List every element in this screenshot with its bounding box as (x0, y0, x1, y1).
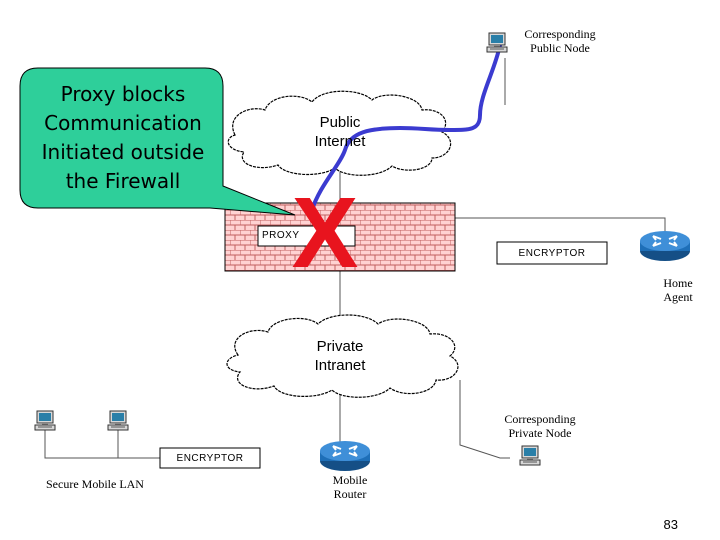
home-agent-router (639, 230, 691, 262)
mobile-router-label: Mobile Router (332, 473, 368, 501)
proxy-box (257, 225, 356, 247)
corresponding-public-node-label: Corresponding Public Node (524, 27, 596, 55)
encryptor-box-top (496, 241, 608, 265)
home-agent-label: Home Agent (663, 276, 693, 304)
encryptor-label-top: ENCRYPTOR (518, 248, 586, 259)
encryptor-label-bottom: ENCRYPTOR (176, 453, 244, 464)
corresponding-private-node-label: Corresponding Private Node (504, 412, 576, 440)
public-internet-label: Public Internet (314, 114, 366, 150)
corresponding-private-node-computer (519, 445, 541, 466)
callout-text: Proxy blocks Communication Initiated out… (41, 82, 205, 193)
corresponding-public-node-computer (486, 32, 508, 53)
proxy-label: PROXY (262, 230, 300, 241)
mobile-router (319, 440, 371, 472)
private-intranet-label: Private Intranet (314, 338, 366, 374)
lan-computer-1 (34, 410, 56, 431)
encryptor-box-bottom (159, 447, 261, 469)
callout-shape (19, 67, 296, 216)
lan-computer-2 (107, 410, 129, 431)
page-number: 83 (663, 517, 678, 532)
public-internet-cloud (227, 90, 452, 176)
private-intranet-cloud (226, 314, 459, 398)
secure-mobile-lan-label: Secure Mobile LAN (46, 477, 144, 491)
blocked-communication-path (310, 44, 502, 211)
block-mark: X (291, 177, 359, 289)
